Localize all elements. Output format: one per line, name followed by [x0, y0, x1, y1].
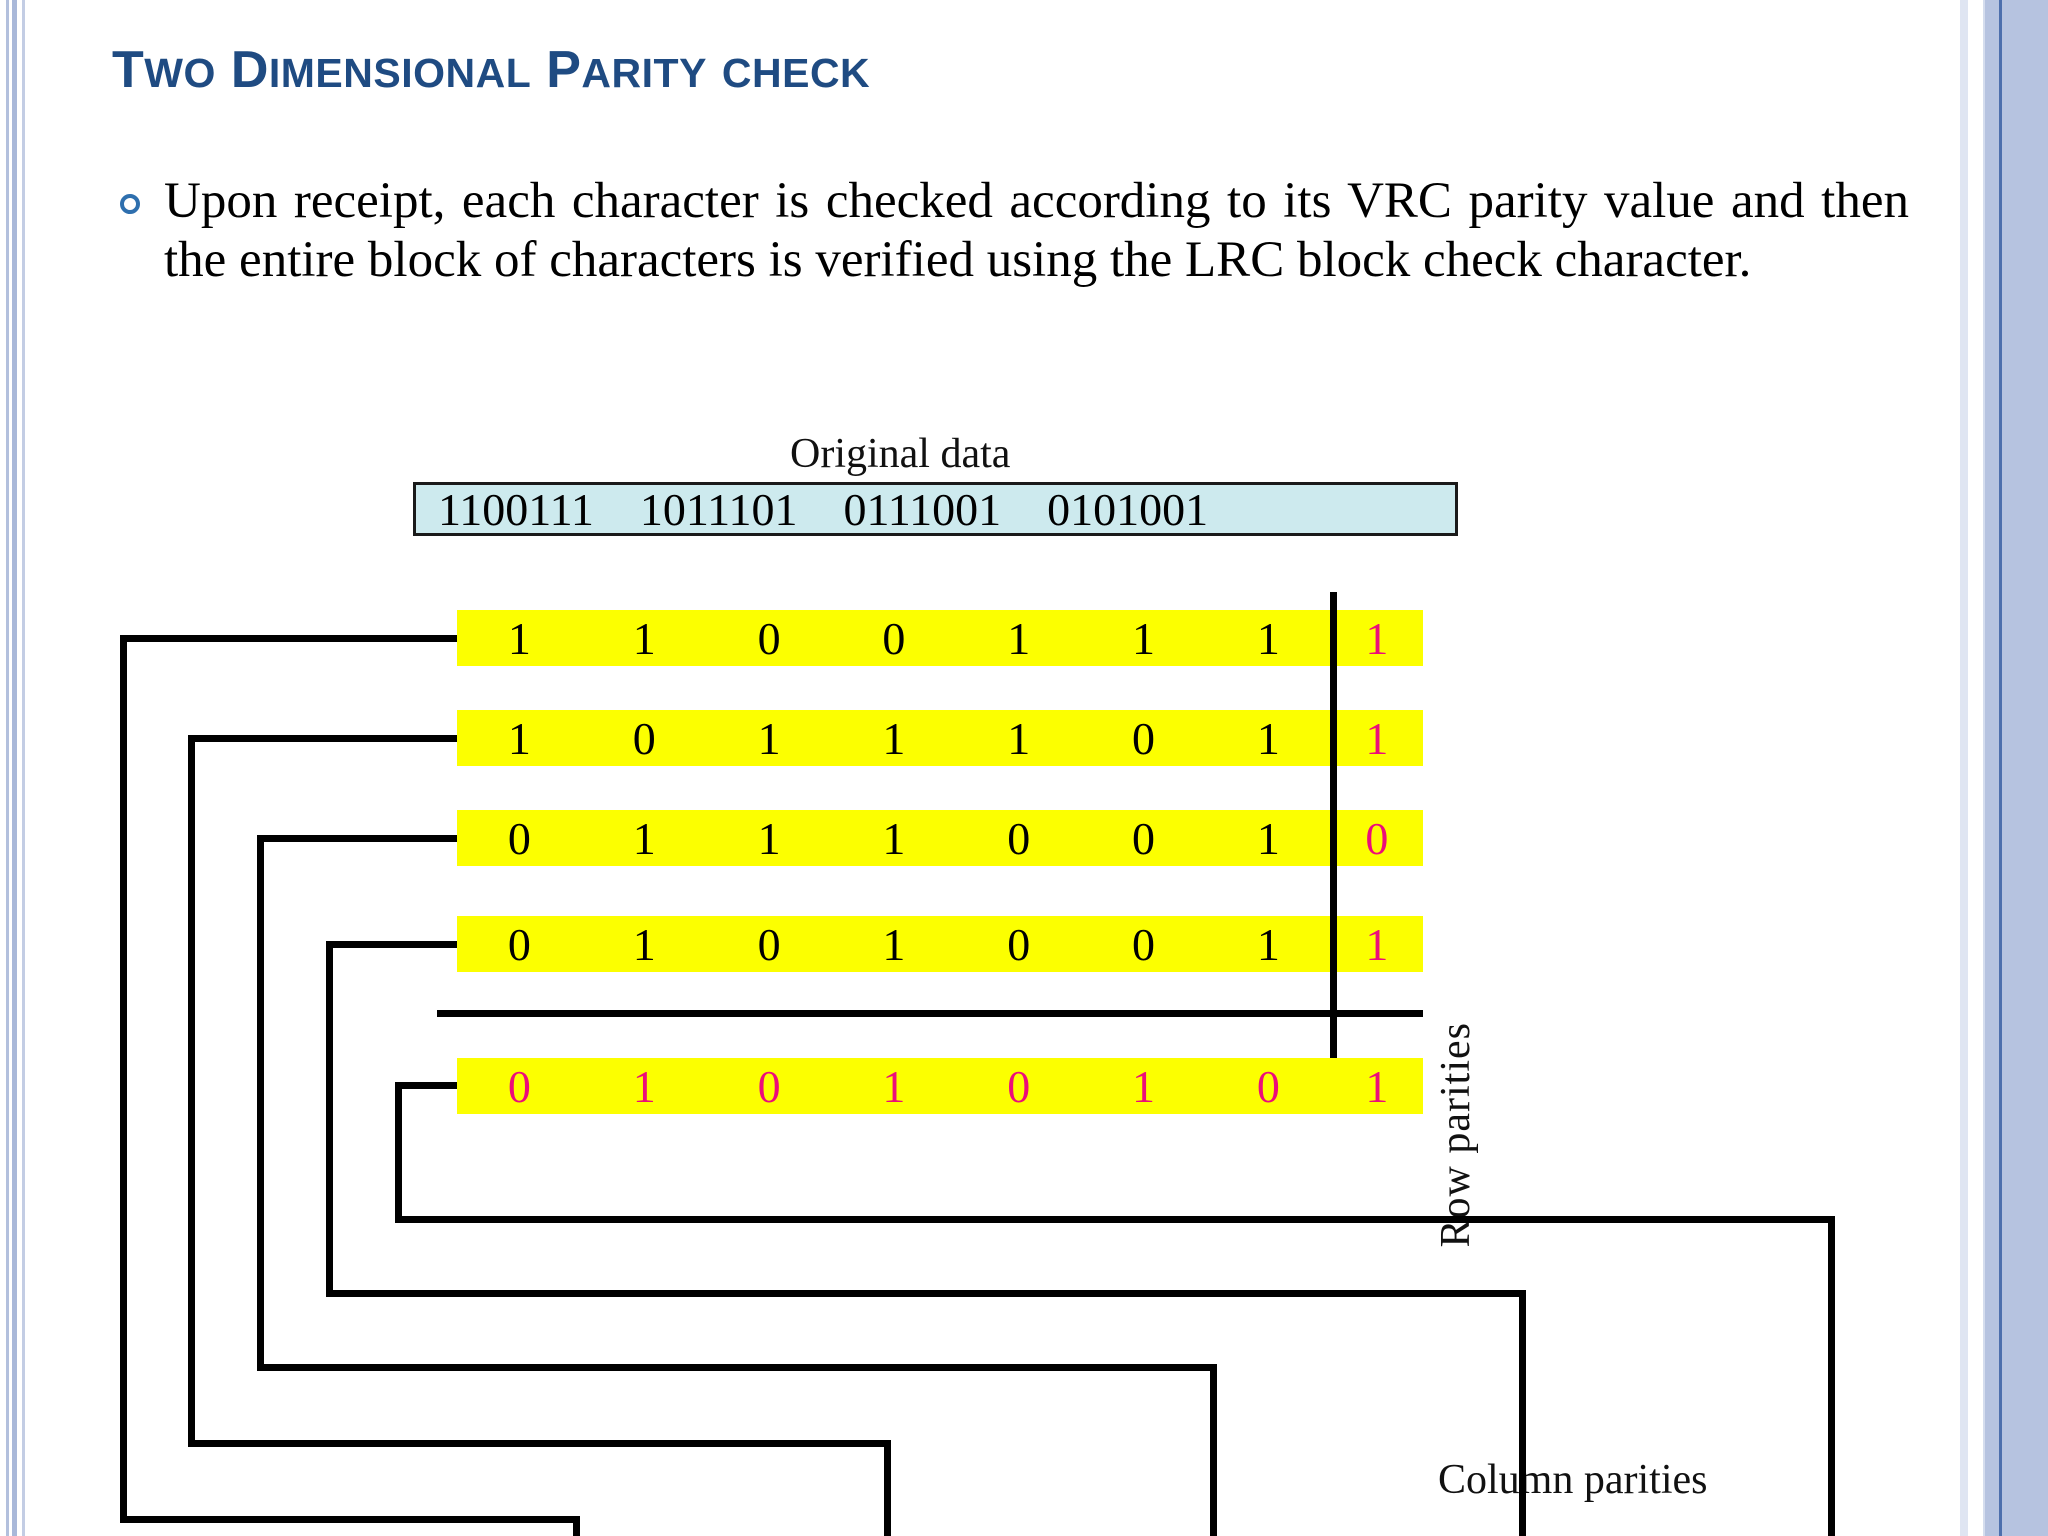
matrix-cell-2-5: 0 — [1132, 812, 1156, 864]
connector-row-1-bus — [188, 1440, 891, 1447]
connector-row-1-h — [188, 735, 457, 742]
matrix-cell-1-2: 1 — [757, 712, 781, 764]
matrix-row-3: 0 1 0 1 0 0 1 1 — [457, 916, 1423, 972]
corner-parity-cell: 1 — [1365, 1060, 1389, 1112]
title-part-1-cap: D — [230, 41, 269, 99]
right-edge-hairline — [1983, 0, 1985, 1536]
matrix-cell-3-6: 1 — [1256, 918, 1280, 970]
parity-diagram: Original data 1100111 1011101 0111001 01… — [0, 410, 2048, 1536]
matrix-cell-1-5: 0 — [1132, 712, 1156, 764]
matrix-cell-0-4: 1 — [1007, 612, 1031, 664]
column-parities-label: Column parities — [1438, 1457, 1708, 1503]
original-group-3: 0101001 — [1047, 483, 1209, 535]
page-title: TWO DIMENSIONAL PARITY CHECK — [112, 40, 870, 100]
matrix-cell-3-0: 0 — [507, 918, 531, 970]
matrix-cell-2-1: 1 — [632, 812, 656, 864]
left-edge-stripe-3 — [22, 0, 25, 1536]
matrix-cell-0-0: 1 — [507, 612, 531, 664]
matrix-cell-1-6: 1 — [1256, 712, 1280, 764]
matrix-cell-2-6: 1 — [1256, 812, 1280, 864]
matrix-cell-2-2: 1 — [757, 812, 781, 864]
left-edge-stripe-1 — [6, 0, 9, 1536]
connector-row-0-bus — [120, 1516, 580, 1523]
row-parities-label: Row parities — [1433, 1022, 1479, 1248]
matrix-cell-1-0: 1 — [507, 712, 531, 764]
matrix-cell-2-0: 0 — [507, 812, 531, 864]
column-parity-cell-2: 0 — [757, 1060, 781, 1112]
matrix-cell-0-2: 0 — [757, 612, 781, 664]
connector-row-3-v — [326, 941, 333, 1297]
connector-row-1-v — [188, 735, 195, 1447]
right-edge-white-stripe — [1968, 0, 1984, 1536]
title-part-3-rest: CHECK — [721, 50, 871, 96]
column-parity-cell-1: 1 — [632, 1060, 656, 1112]
row-parity-2: 0 — [1365, 812, 1389, 864]
matrix-cell-0-6: 1 — [1256, 612, 1280, 664]
matrix-cell-0-3: 0 — [882, 612, 906, 664]
matrix-row-0: 1 1 0 0 1 1 1 1 — [457, 610, 1423, 666]
right-edge-band — [1984, 0, 2048, 1536]
connector-colparity-h — [395, 1082, 457, 1089]
matrix-cell-3-2: 0 — [757, 918, 781, 970]
column-parity-cell-3: 1 — [882, 1060, 906, 1112]
matrix-horizontal-rule — [437, 1010, 1423, 1017]
connector-row-1-drop — [884, 1440, 891, 1536]
bullet-text: Upon receipt, each character is checked … — [164, 173, 1909, 289]
right-edge-accent-line — [1999, 0, 2002, 1536]
original-group-0: 1100111 — [438, 483, 594, 535]
row-parity-1: 1 — [1365, 712, 1389, 764]
matrix-cell-1-1: 0 — [632, 712, 656, 764]
column-parity-row: 0 1 0 1 0 1 0 1 — [457, 1058, 1423, 1114]
title-part-0-rest: WO — [144, 50, 216, 96]
bullet-paragraph: Upon receipt, each character is checked … — [120, 172, 1920, 290]
matrix-cell-2-4: 0 — [1007, 812, 1031, 864]
matrix-cell-3-4: 0 — [1007, 918, 1031, 970]
column-parity-cell-0: 0 — [507, 1060, 531, 1112]
left-edge-stripe-2 — [12, 0, 17, 1536]
original-data-label: Original data — [790, 431, 1011, 477]
title-part-2-rest: ARITY — [581, 50, 707, 96]
sep-2 — [1001, 483, 1047, 536]
connector-row-0-h — [120, 635, 457, 642]
column-parity-cell-5: 1 — [1132, 1060, 1156, 1112]
matrix-cell-0-1: 1 — [632, 612, 656, 664]
title-part-2-cap: P — [546, 41, 582, 99]
matrix-cell-0-5: 1 — [1132, 612, 1156, 664]
connector-row-2-h — [257, 835, 457, 842]
connector-row-2-v — [257, 835, 264, 1371]
connector-row-2-drop — [1210, 1364, 1217, 1536]
sep-1 — [797, 483, 843, 536]
matrix-cell-2-3: 1 — [882, 812, 906, 864]
connector-row-3-drop — [1519, 1290, 1526, 1536]
original-group-1: 1011101 — [639, 483, 798, 535]
matrix-vertical-rule — [1330, 592, 1337, 1112]
matrix-cell-3-3: 1 — [882, 918, 906, 970]
column-parity-cell-6: 0 — [1256, 1060, 1280, 1112]
original-group-2: 0111001 — [843, 483, 1002, 535]
right-edge-pale-stripe — [1960, 0, 1968, 1536]
hollow-circle-bullet-icon — [120, 194, 140, 214]
matrix-cell-1-3: 1 — [882, 712, 906, 764]
column-parity-cell-4: 0 — [1007, 1060, 1031, 1112]
matrix-cell-3-1: 1 — [632, 918, 656, 970]
connector-row-2-bus — [257, 1364, 1217, 1371]
matrix-row-2: 0 1 1 1 0 0 1 0 — [457, 810, 1423, 866]
title-part-1-rest: IMENSIONAL — [268, 50, 532, 96]
title-part-0-cap: T — [112, 41, 145, 99]
row-parity-0: 1 — [1365, 612, 1389, 664]
sep-0 — [594, 483, 640, 536]
connector-colparity-drop — [1828, 1216, 1835, 1536]
connector-row-0-drop — [573, 1516, 580, 1536]
matrix-row-1: 1 0 1 1 1 0 1 1 — [457, 710, 1423, 766]
row-parity-3: 1 — [1365, 918, 1389, 970]
connector-colparity-bus — [395, 1216, 1835, 1223]
connector-colparity-v — [395, 1082, 402, 1222]
connector-row-0-v — [120, 635, 127, 1523]
matrix-cell-3-5: 0 — [1132, 918, 1156, 970]
matrix-cell-1-4: 1 — [1007, 712, 1031, 764]
connector-row-3-bus — [326, 1290, 1526, 1297]
original-data-strip: 1100111 1011101 0111001 0101001 — [413, 482, 1458, 536]
connector-row-3-h — [326, 941, 457, 948]
